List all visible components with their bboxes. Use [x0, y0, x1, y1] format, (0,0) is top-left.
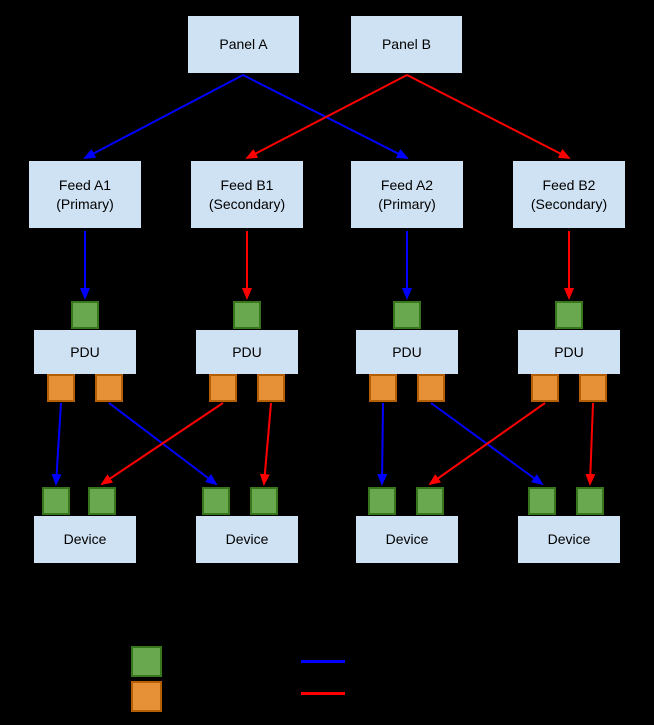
node-label: Device — [385, 531, 429, 547]
node-pdu-1: PDU — [33, 329, 137, 375]
edge-pdu1-out-l-to-dev1-in-l — [51, 402, 62, 486]
node-device-4: Device — [517, 515, 621, 564]
node-label: Device — [63, 531, 107, 547]
node-sublabel: (Primary) — [56, 195, 114, 212]
edge-panel-a-to-feed-a2 — [242, 74, 409, 159]
device4-input-port-right — [576, 487, 604, 515]
node-pdu-3: PDU — [355, 329, 459, 375]
node-panel-b: Panel B — [350, 15, 463, 74]
edge-panel-b-to-feed-b1 — [245, 74, 408, 159]
edge-pdu3-out-l-to-dev3-in-l — [377, 402, 388, 486]
legend-green-swatch — [131, 646, 162, 677]
device3-input-port-right — [416, 487, 444, 515]
pdu2-output-port-right — [257, 374, 285, 402]
pdu1-input-port — [71, 301, 99, 329]
pdu2-input-port — [233, 301, 261, 329]
node-label: PDU — [392, 343, 422, 360]
node-label: Panel B — [381, 36, 432, 52]
node-feed-b1: Feed B1 (Secondary) — [190, 160, 304, 229]
pdu2-output-port-left — [209, 374, 237, 402]
node-label: Panel A — [219, 36, 268, 52]
node-feed-a2: Feed A2 (Primary) — [350, 160, 464, 229]
device4-input-port-left — [528, 487, 556, 515]
pdu1-output-port-right — [95, 374, 123, 402]
node-feed-b2: Feed B2 (Secondary) — [512, 160, 626, 229]
device1-input-port-left — [42, 487, 70, 515]
node-panel-a: Panel A — [187, 15, 300, 74]
edge-pdu2-out-r-to-dev2-in-r — [259, 402, 272, 486]
device1-input-port-right — [88, 487, 116, 515]
node-feed-a1: Feed A1 (Primary) — [28, 160, 142, 229]
legend-orange-swatch — [131, 681, 162, 712]
node-label: Feed A2 — [380, 176, 434, 193]
node-device-1: Device — [33, 515, 137, 564]
node-pdu-4: PDU — [517, 329, 621, 375]
edge-pdu3-out-r-to-dev4-in-l — [430, 402, 544, 486]
pdu3-input-port — [393, 301, 421, 329]
node-sublabel: (Secondary) — [530, 195, 608, 212]
node-label: PDU — [554, 343, 584, 360]
node-label: PDU — [70, 343, 100, 360]
node-label: Device — [225, 531, 269, 547]
pdu4-output-port-right — [579, 374, 607, 402]
device2-input-port-left — [202, 487, 230, 515]
legend-blue-line — [301, 660, 345, 663]
pdu3-output-port-right — [417, 374, 445, 402]
node-label: Device — [547, 531, 591, 547]
node-sublabel: (Secondary) — [208, 195, 286, 212]
edge-pdu4-out-l-to-dev3-in-r — [428, 402, 546, 486]
node-label: Feed A1 — [58, 176, 112, 193]
pdu3-output-port-left — [369, 374, 397, 402]
node-label: Feed B2 — [542, 176, 596, 193]
node-pdu-2: PDU — [195, 329, 299, 375]
edge-panel-b-to-feed-b2 — [406, 74, 571, 159]
pdu1-output-port-left — [47, 374, 75, 402]
node-label: PDU — [232, 343, 262, 360]
edge-pdu2-out-l-to-dev1-in-r — [100, 402, 224, 486]
device3-input-port-left — [368, 487, 396, 515]
edge-pdu1-out-r-to-dev2-in-l — [108, 402, 218, 486]
node-device-2: Device — [195, 515, 299, 564]
node-sublabel: (Primary) — [378, 195, 436, 212]
edge-panel-a-to-feed-a1 — [83, 74, 244, 159]
node-label: Feed B1 — [220, 176, 274, 193]
pdu4-output-port-left — [531, 374, 559, 402]
edge-pdu4-out-r-to-dev4-in-r — [585, 402, 596, 486]
node-device-3: Device — [355, 515, 459, 564]
device2-input-port-right — [250, 487, 278, 515]
pdu4-input-port — [555, 301, 583, 329]
legend-red-line — [301, 692, 345, 695]
